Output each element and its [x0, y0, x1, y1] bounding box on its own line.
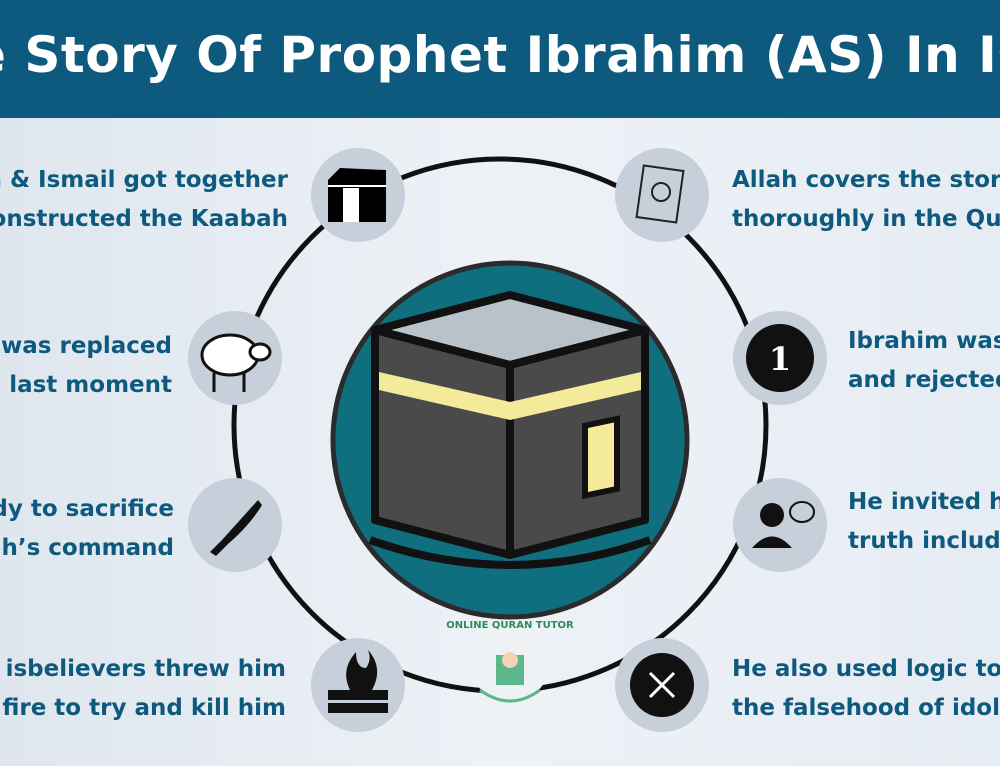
right-item-4-line-1: He also used logic to [732, 656, 1000, 682]
left-item-3-text: dy to sacrifice h’s command [0, 490, 174, 568]
left-item-2-line-2: last moment [9, 372, 172, 398]
left-item-3-line-1: dy to sacrifice [0, 496, 174, 522]
right-item-3-line-1: He invited h [848, 489, 1000, 515]
title-banner: e Story Of Prophet Ibrahim (AS) In Isl [0, 0, 1000, 118]
right-item-3-text: He invited h truth includ [848, 483, 1000, 561]
speaking-person-icon [733, 478, 827, 572]
page-title: e Story Of Prophet Ibrahim (AS) In Isl [0, 26, 1000, 84]
quran-icon [615, 148, 709, 242]
logo-text: ONLINE QURAN TUTOR [446, 620, 574, 631]
knife-icon [188, 478, 282, 572]
left-item-2-line-1: was replaced [1, 333, 172, 359]
left-item-4-line-2: fire to try and kill him [2, 695, 286, 721]
right-item-2-line-1: Ibrahim was [848, 328, 1000, 354]
right-item-4-text: He also used logic to the falsehood of id… [732, 650, 1000, 728]
kaabah-illustration [330, 260, 690, 620]
cross-icon [615, 638, 709, 732]
left-item-2-text: was replaced last moment [1, 327, 172, 405]
sheep-icon [188, 311, 282, 405]
left-item-3-line-2: h’s command [1, 535, 174, 561]
right-item-1-text: Allah covers the stor thoroughly in the Q… [732, 161, 1000, 239]
left-item-1-line-2: onstructed the Kaabah [0, 206, 288, 232]
number-one-icon: 1 [733, 311, 827, 405]
right-item-4-line-2: the falsehood of idol [732, 695, 1000, 721]
right-item-1-line-1: Allah covers the stor [732, 167, 1000, 193]
number-badge: 1 [769, 340, 791, 378]
right-item-2-line-2: and rejected [848, 367, 1000, 393]
left-item-1-line-1: h & Ismail got together [0, 167, 288, 193]
right-item-2-text: Ibrahim was and rejected [848, 322, 1000, 400]
left-item-4-text: isbelievers threw him fire to try and kil… [2, 650, 286, 728]
right-item-3-line-2: truth includ [848, 528, 1000, 554]
fire-icon [311, 638, 405, 732]
logo: ONLINE QURAN TUTOR [446, 620, 574, 703]
left-item-1-text: h & Ismail got together onstructed the Ka… [0, 161, 288, 239]
kaabah-icon [311, 148, 405, 242]
right-item-1-line-2: thoroughly in the Qu [732, 206, 1000, 232]
left-item-4-line-1: isbelievers threw him [5, 656, 286, 682]
